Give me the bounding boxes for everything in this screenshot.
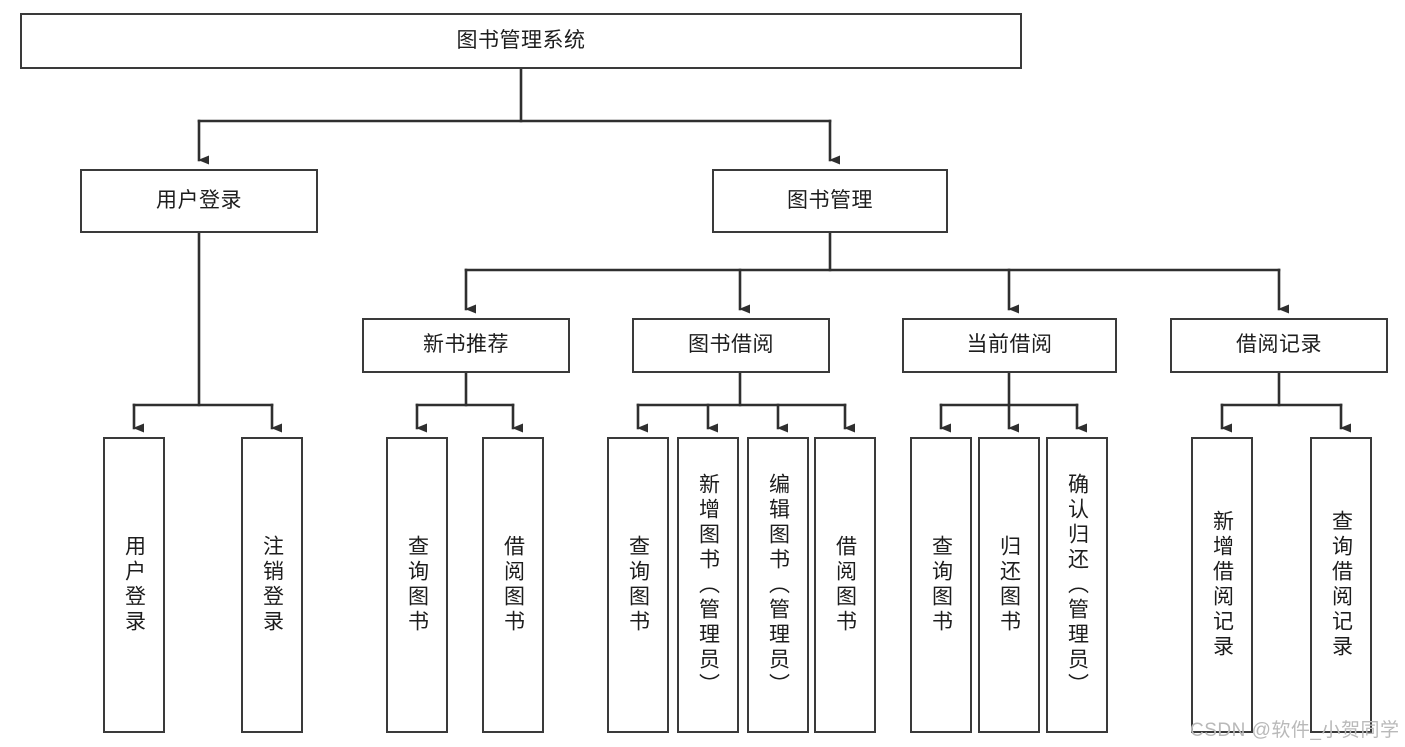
node-leaf-user-login[interactable]: 用户登录 — [103, 437, 165, 733]
node-leaf-query-book-1-label: 查询图书 — [405, 535, 429, 635]
node-leaf-query-book-2-label: 查询图书 — [626, 535, 650, 635]
node-leaf-borrow-book-1-label: 借阅图书 — [501, 535, 525, 635]
node-leaf-query-record-label: 查询借阅记录 — [1329, 510, 1353, 660]
node-leaf-logout-login-label: 注销登录 — [260, 535, 284, 635]
node-leaf-borrow-book-2[interactable]: 借阅图书 — [814, 437, 876, 733]
node-leaf-add-book[interactable]: 新增图书（管理员） — [677, 437, 739, 733]
node-root-label: 图书管理系统 — [456, 28, 586, 52]
node-book-manage-label: 图书管理 — [787, 188, 873, 212]
node-leaf-confirm-return[interactable]: 确认归还（管理员） — [1046, 437, 1108, 733]
node-borrow-record[interactable]: 借阅记录 — [1170, 318, 1388, 373]
node-new-book-rec-label: 新书推荐 — [423, 333, 509, 357]
node-leaf-add-record-label: 新增借阅记录 — [1210, 510, 1234, 660]
node-current-borrow[interactable]: 当前借阅 — [902, 318, 1117, 373]
node-book-borrow-label: 图书借阅 — [688, 333, 774, 357]
node-user-login-label: 用户登录 — [156, 188, 242, 212]
node-leaf-query-book-1[interactable]: 查询图书 — [386, 437, 448, 733]
node-leaf-add-record[interactable]: 新增借阅记录 — [1191, 437, 1253, 733]
node-leaf-return-book-label: 归还图书 — [997, 535, 1021, 635]
node-leaf-user-login-label: 用户登录 — [122, 535, 146, 635]
node-leaf-query-book-3[interactable]: 查询图书 — [910, 437, 972, 733]
csdn-watermark: CSDN @软件_小贺同学 — [1190, 720, 1400, 741]
node-root[interactable]: 图书管理系统 — [20, 13, 1022, 69]
node-leaf-add-book-label: 新增图书（管理员） — [696, 472, 720, 698]
node-book-manage[interactable]: 图书管理 — [712, 169, 948, 233]
node-leaf-edit-book[interactable]: 编辑图书（管理员） — [747, 437, 809, 733]
node-leaf-edit-book-label: 编辑图书（管理员） — [766, 472, 790, 698]
node-leaf-query-record[interactable]: 查询借阅记录 — [1310, 437, 1372, 733]
node-leaf-borrow-book-1[interactable]: 借阅图书 — [482, 437, 544, 733]
node-leaf-logout-login[interactable]: 注销登录 — [241, 437, 303, 733]
node-new-book-rec[interactable]: 新书推荐 — [362, 318, 570, 373]
node-leaf-query-book-3-label: 查询图书 — [929, 535, 953, 635]
node-current-borrow-label: 当前借阅 — [966, 333, 1053, 357]
node-borrow-record-label: 借阅记录 — [1236, 333, 1322, 357]
node-leaf-return-book[interactable]: 归还图书 — [978, 437, 1040, 733]
node-user-login[interactable]: 用户登录 — [80, 169, 318, 233]
node-leaf-borrow-book-2-label: 借阅图书 — [833, 535, 857, 635]
node-leaf-query-book-2[interactable]: 查询图书 — [607, 437, 669, 733]
node-book-borrow[interactable]: 图书借阅 — [632, 318, 830, 373]
node-leaf-confirm-return-label: 确认归还（管理员） — [1065, 472, 1089, 698]
